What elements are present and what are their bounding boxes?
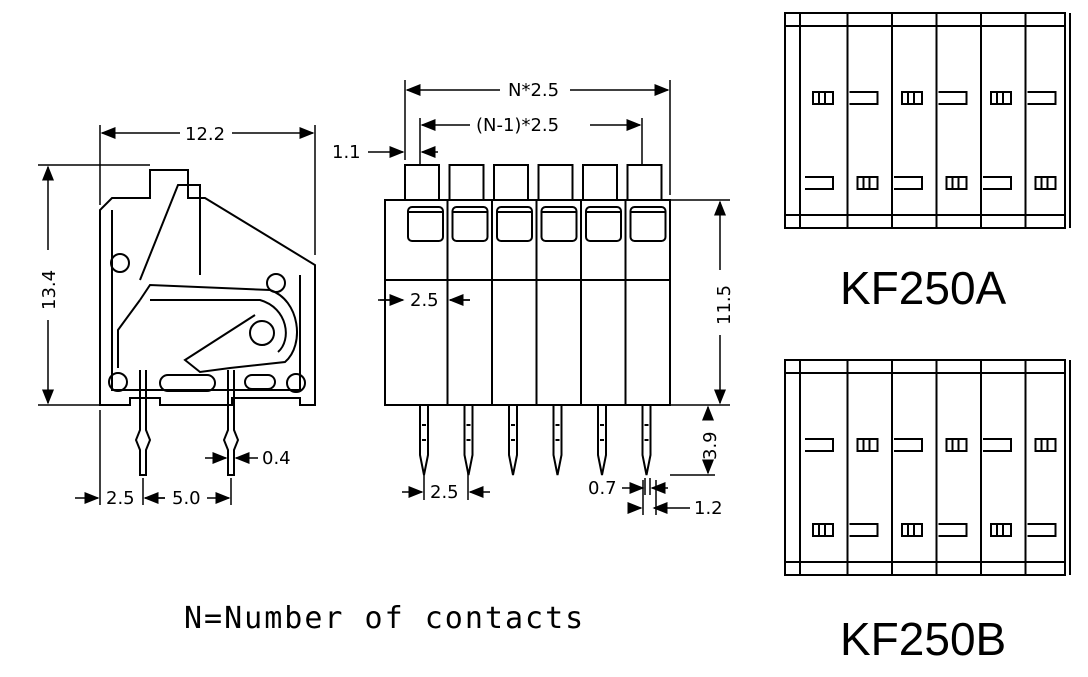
release-button (448, 164, 485, 201)
front-view (384, 164, 671, 476)
contact-pin (508, 405, 518, 476)
wire-entry (496, 206, 533, 242)
wire-slot (983, 438, 1012, 452)
release-button (626, 164, 663, 201)
dim-pin-thickness-label: 0.4 (262, 448, 291, 469)
release-button (537, 164, 574, 201)
wire-entry (585, 206, 622, 242)
wire-slot (1027, 91, 1057, 105)
variant-b-label: KF250B (840, 613, 1006, 665)
variant-a-label: KF250A (840, 262, 1007, 314)
dim-offset-label: 2.5 (106, 488, 135, 509)
contact-clip (990, 91, 1012, 105)
dim-edge-label: 1.1 (332, 142, 361, 163)
dim-pitch-label: 2.5 (410, 290, 439, 311)
contact-clip (856, 176, 879, 190)
wire-slot (894, 176, 923, 190)
wire-slot (983, 176, 1012, 190)
housing-outline (784, 12, 1066, 229)
contact-clip (945, 176, 968, 190)
contact-clip (1034, 176, 1057, 190)
wire-slot (805, 176, 834, 190)
wire-entry (540, 206, 578, 242)
wire-entry (629, 206, 667, 242)
contact-clip (812, 91, 834, 105)
contact-pin (597, 405, 607, 476)
contacts-note: N=Number of contacts (184, 601, 585, 636)
dim-pin-width-label: 0.7 (588, 478, 617, 499)
side-view-dimensions (38, 125, 316, 505)
wire-slot (938, 91, 968, 105)
contact-clip (901, 523, 923, 537)
wire-slot (849, 91, 879, 105)
contact-clip (901, 91, 923, 105)
contact-clip (812, 523, 834, 537)
dim-pitch-span-label: (N-1)*2.5 (476, 115, 559, 136)
release-button (582, 164, 618, 201)
contact-clip (856, 438, 879, 452)
dim-height-label: 13.4 (39, 270, 60, 310)
side-view (99, 169, 316, 476)
dim-pin-spacing-label: 5.0 (172, 488, 201, 509)
housing-outline (784, 359, 1066, 576)
wire-entry (407, 206, 444, 242)
dim-pin-length-label: 3.9 (700, 431, 721, 460)
contact-clip (1034, 438, 1057, 452)
wire-slot (894, 438, 923, 452)
wire-slot (849, 523, 879, 537)
wire-slot (1027, 523, 1057, 537)
dim-width-label: 12.2 (185, 124, 225, 145)
release-button (404, 164, 440, 201)
dim-pin-pitch-label: 2.5 (430, 482, 459, 503)
front-view-dimensions (368, 80, 730, 515)
contact-clip (990, 523, 1012, 537)
variant-b-top-view (784, 359, 1071, 576)
wire-slot (938, 523, 968, 537)
dim-pin-tip-label: 1.2 (694, 498, 723, 519)
dim-body-height-label: 11.5 (714, 285, 735, 325)
contact-clip (945, 438, 968, 452)
variant-a-top-view (784, 12, 1071, 229)
wire-entry (451, 206, 489, 242)
contact-pin (641, 405, 652, 476)
wire-slot (805, 438, 834, 452)
release-button (493, 164, 529, 201)
dim-total-length-label: N*2.5 (508, 80, 559, 101)
contact-pin (552, 405, 563, 476)
